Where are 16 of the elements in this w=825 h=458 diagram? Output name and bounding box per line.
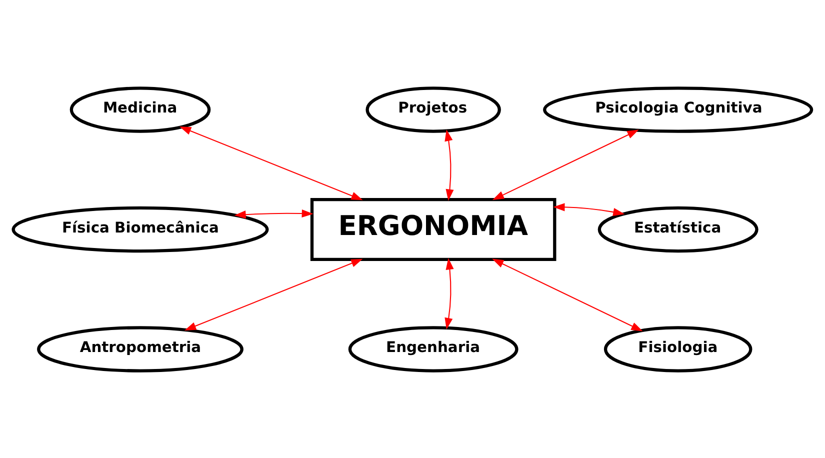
arrow bbox=[444, 258, 454, 329]
node-ellipse: Antropometria bbox=[37, 326, 244, 372]
node-ellipse: Psicologia Cognitiva bbox=[543, 86, 814, 132]
node-ellipse: Engenharia bbox=[348, 326, 518, 372]
arrow bbox=[492, 129, 639, 200]
node-ellipse: Fisiologia bbox=[604, 326, 752, 372]
arrow bbox=[234, 208, 314, 218]
arrow bbox=[553, 202, 625, 216]
arrow bbox=[184, 258, 363, 330]
node-ellipse: Medicina bbox=[70, 86, 211, 132]
arrow bbox=[444, 128, 454, 200]
arrow bbox=[180, 126, 363, 200]
node-box: ERGONOMIA bbox=[310, 197, 556, 261]
node-ellipse: Física Biomecânica bbox=[12, 206, 269, 252]
arrow bbox=[492, 258, 643, 331]
node-ellipse: Projetos bbox=[366, 86, 501, 132]
